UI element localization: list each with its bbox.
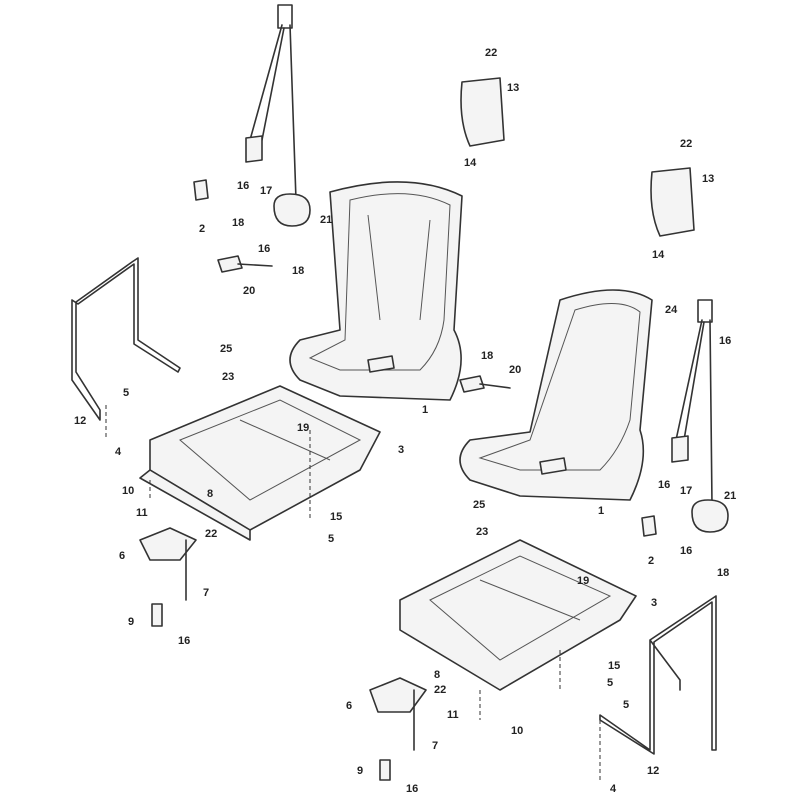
label-15: 15 <box>608 660 620 672</box>
label-6: 6 <box>119 550 125 562</box>
label-17: 17 <box>680 485 692 497</box>
label-10: 10 <box>122 485 134 497</box>
right-hinge-parts <box>369 650 601 781</box>
label-5: 5 <box>328 533 334 545</box>
label-8: 8 <box>207 488 213 500</box>
label-22: 22 <box>680 138 692 150</box>
label-10: 10 <box>511 725 523 737</box>
label-7: 7 <box>432 740 438 752</box>
label-4: 4 <box>115 446 122 458</box>
headrest-1 <box>460 77 505 147</box>
right-seat-belt <box>641 299 729 537</box>
left-hinge-parts <box>105 405 311 627</box>
label-20: 20 <box>243 285 255 297</box>
label-16: 16 <box>237 180 249 192</box>
label-18: 18 <box>481 350 493 362</box>
label-22: 22 <box>434 684 446 696</box>
label-18: 18 <box>292 265 304 277</box>
label-12: 12 <box>647 765 659 777</box>
label-24: 24 <box>665 304 678 316</box>
label-8: 8 <box>434 669 440 681</box>
left-seat-shell <box>289 181 463 401</box>
right-seat-base <box>399 539 637 691</box>
label-16: 16 <box>178 635 190 647</box>
label-19: 19 <box>577 575 589 587</box>
label-16: 16 <box>680 545 692 557</box>
label-16: 16 <box>719 335 731 347</box>
label-21: 21 <box>724 490 736 502</box>
label-23: 23 <box>222 371 234 383</box>
label-1: 1 <box>598 505 604 517</box>
label-11: 11 <box>447 709 459 721</box>
label-19: 19 <box>297 422 309 434</box>
label-25: 25 <box>473 499 485 511</box>
left-tube-frame <box>71 257 181 421</box>
label-3: 3 <box>651 597 657 609</box>
label-12: 12 <box>74 415 86 427</box>
label-6: 6 <box>346 700 352 712</box>
part-labels: 16 17 2 21 18 16 18 20 25 23 5 12 4 19 3… <box>74 47 736 795</box>
label-21: 21 <box>320 214 332 226</box>
label-18: 18 <box>232 217 244 229</box>
label-2: 2 <box>199 223 205 235</box>
right-seat-shell <box>459 289 653 501</box>
label-16: 16 <box>258 243 270 255</box>
label-9: 9 <box>128 616 134 628</box>
label-23: 23 <box>476 526 488 538</box>
label-5: 5 <box>623 699 629 711</box>
label-4: 4 <box>610 783 617 795</box>
right-tube-frame <box>599 595 717 755</box>
label-7: 7 <box>203 587 209 599</box>
label-9: 9 <box>357 765 363 777</box>
label-14: 14 <box>652 249 665 261</box>
label-22: 22 <box>485 47 497 59</box>
label-16: 16 <box>406 783 418 795</box>
label-14: 14 <box>464 157 477 169</box>
headrest-2 <box>650 167 695 237</box>
label-16: 16 <box>658 479 670 491</box>
label-22: 22 <box>205 528 217 540</box>
label-13: 13 <box>507 82 519 94</box>
label-17: 17 <box>260 185 272 197</box>
label-18: 18 <box>717 567 729 579</box>
label-13: 13 <box>702 173 714 185</box>
label-20: 20 <box>509 364 521 376</box>
label-1: 1 <box>422 404 428 416</box>
left-seat-belt <box>193 4 311 273</box>
label-25: 25 <box>220 343 232 355</box>
left-seat-base <box>139 385 381 541</box>
label-3: 3 <box>398 444 404 456</box>
label-15: 15 <box>330 511 342 523</box>
label-2: 2 <box>648 555 654 567</box>
label-5: 5 <box>607 677 613 689</box>
label-11: 11 <box>136 507 148 519</box>
label-5: 5 <box>123 387 129 399</box>
